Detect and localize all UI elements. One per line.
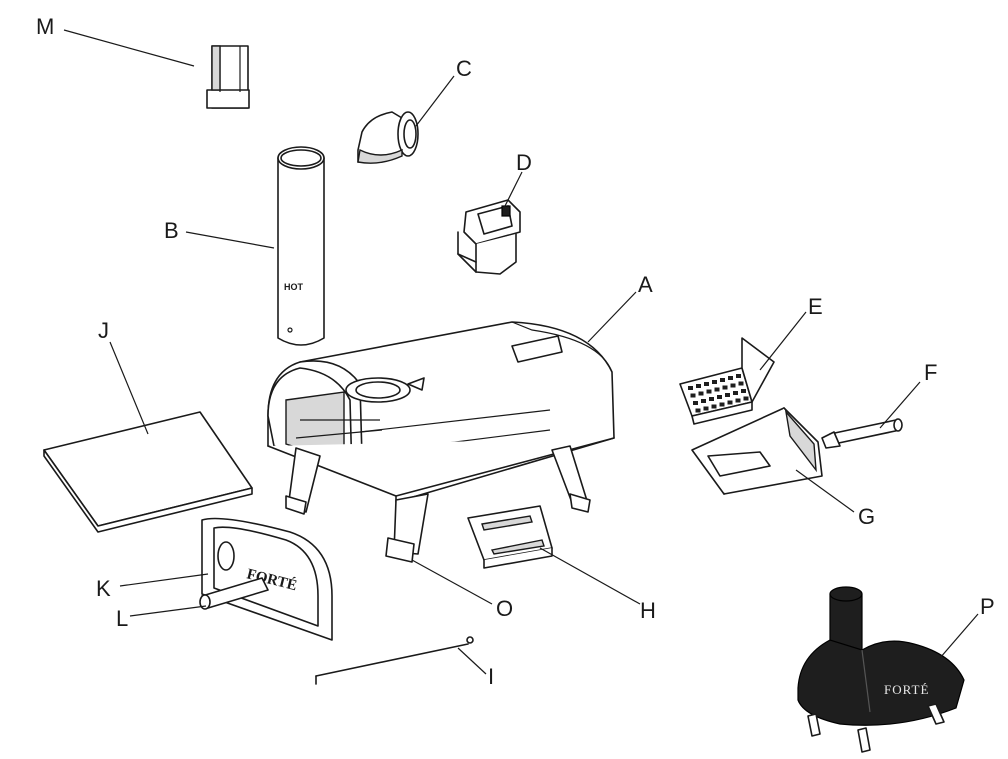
grate-hole [714,387,720,392]
grate-hole [703,406,709,411]
part-d-ignition-box [457,199,521,275]
grate-hole [736,374,741,378]
grate-hole [722,385,728,390]
part-e-grate [679,337,775,425]
grate-hole [741,389,746,393]
part-j-pizza-stone [43,411,253,533]
part-b-chimney-pipe: HOT [277,146,325,346]
label-o: O [496,596,513,621]
label-g: G [858,504,875,529]
chimney-hot-label: HOT [284,282,304,292]
part-c-knob [357,111,419,164]
grate-hole [690,393,696,398]
grate-hole [704,382,709,386]
label-c: C [456,56,472,81]
grate-hole [695,408,701,413]
part-p-cover: FORTÉ [797,586,965,753]
grate-hole [727,400,733,405]
grate-hole [743,396,749,401]
label-k: K [96,576,111,601]
label-i: I [488,664,494,689]
label-e: E [808,294,823,319]
part-h-ash-tray [467,505,553,569]
part-a-oven-body [267,321,615,563]
grate-hole [725,393,730,397]
grate-hole [709,397,714,401]
grate-hole [728,376,733,380]
part-k-door: FORTÉ [201,517,333,641]
leader-lines [63,29,979,675]
grate-hole [735,398,741,403]
part-g-hopper [691,407,823,495]
grate-hole [693,401,698,405]
grate-hole [733,391,738,395]
label-p: P [980,594,995,619]
label-l: L [116,606,128,631]
grate-hole [711,404,717,409]
part-l-handle [199,577,269,610]
part-i-rod [315,636,474,685]
label-j: J [98,318,109,343]
grate-hole [706,389,712,394]
grate-hole [696,384,701,388]
grate-hole [719,402,725,407]
label-f: F [924,360,937,385]
label-a: A [638,272,653,297]
part-m-chimney-cap [206,45,250,109]
cover-brand-label: FORTÉ [884,682,929,697]
label-h: H [640,598,656,623]
part-labels: M C D B A E F G H J K L O I P [36,14,995,689]
grate-hole [730,383,736,388]
label-b: B [164,218,179,243]
grate-hole [688,386,693,390]
grate-hole [720,378,725,382]
label-m: M [36,14,54,39]
part-f-burner-tube [821,418,903,449]
grate-hole [698,391,704,396]
grate-hole [738,381,744,386]
grate-hole [701,399,706,403]
label-d: D [516,150,532,175]
grate-hole [712,380,717,384]
grate-hole [717,395,722,399]
